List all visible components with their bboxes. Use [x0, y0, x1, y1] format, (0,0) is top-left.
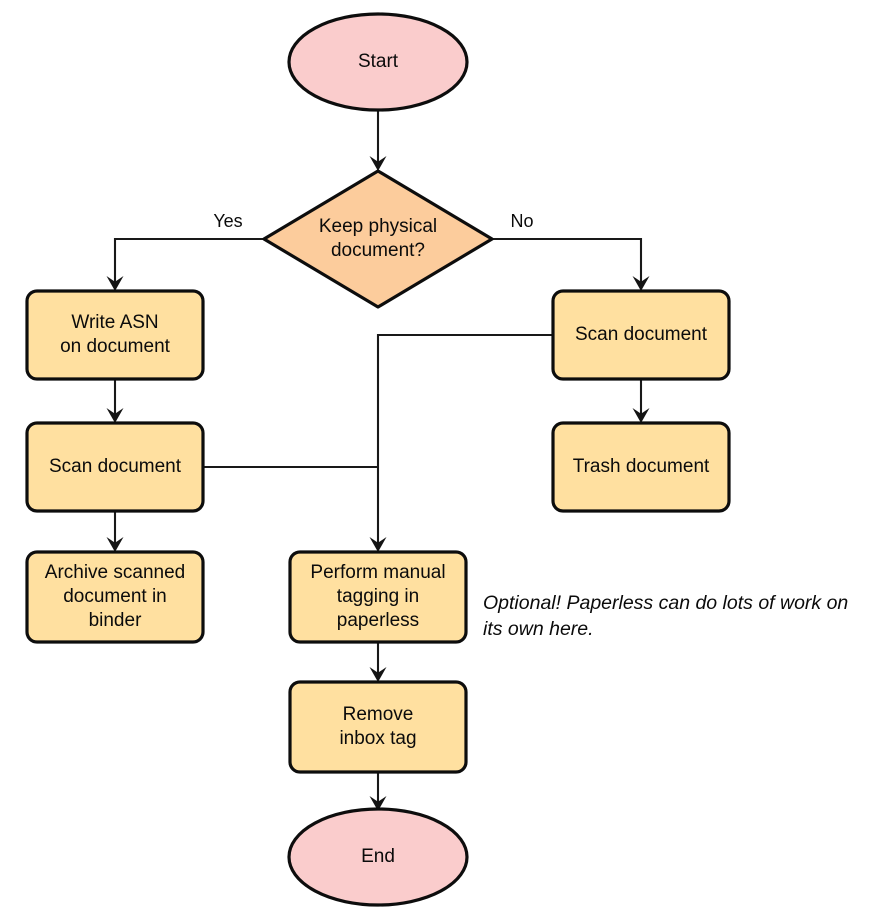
node-label-line: document in: [63, 586, 167, 607]
edge-line: [492, 237, 643, 285]
edge-manual-tagging-to-remove-inbox: [369, 642, 387, 682]
node-label-line: Remove: [343, 704, 414, 725]
node-shape-diamond[interactable]: [262, 169, 494, 309]
edge-arrowhead: [632, 276, 650, 291]
node-start[interactable]: Start: [287, 12, 469, 112]
node-label-end: End: [361, 846, 395, 867]
node-scan-document-right[interactable]: Scan document: [551, 289, 731, 381]
edge-write-asn-to-scan-left: [106, 379, 124, 423]
edge-arrowhead: [369, 796, 387, 811]
node-label-manual-tagging: Perform manual tagging in paperless: [310, 562, 445, 631]
node-label-archive-binder: Archive scanned document in binder: [45, 562, 185, 631]
edge-scan-right-to-manual-tagging: [369, 333, 553, 552]
node-shape-rect[interactable]: [551, 289, 731, 381]
edge-scan-left-to-archive: [106, 511, 124, 552]
node-label-line: inbox tag: [339, 728, 416, 749]
edge-decision-yes-to-write-asn: Yes: [106, 211, 264, 291]
edge-arrowhead: [369, 537, 387, 552]
node-manual-tagging[interactable]: Perform manual tagging in paperless: [288, 550, 468, 644]
node-label-write-asn: Write ASN on document: [60, 312, 171, 357]
node-label-line: Write ASN: [71, 312, 158, 333]
node-label-start: Start: [358, 51, 399, 72]
node-shape-ellipse[interactable]: [287, 12, 469, 112]
node-end[interactable]: End: [287, 807, 469, 907]
annotation-optional-note: Optional! Paperless can do lots of work …: [483, 592, 848, 640]
node-label-remove-inbox-tag: Remove inbox tag: [339, 704, 416, 749]
node-label-line: on document: [60, 336, 171, 357]
edge-scan-right-to-trash: [632, 379, 650, 423]
edge-label-decision-yes-to-write-asn: Yes: [213, 211, 242, 231]
node-label-trash-document: Trash document: [573, 456, 710, 477]
edge-layer: Yes No: [106, 110, 650, 811]
edge-arrowhead: [106, 537, 124, 552]
node-remove-inbox-tag[interactable]: Remove inbox tag: [288, 680, 468, 774]
edge-line: [376, 333, 553, 546]
node-write-asn[interactable]: Write ASN on document: [25, 289, 205, 381]
edge-decision-no-to-scan-right: No: [492, 211, 650, 291]
edge-label-decision-no-to-scan-right: No: [510, 211, 533, 231]
node-label-scan-document-right: Scan document: [575, 324, 708, 345]
node-label-line: End: [361, 846, 395, 867]
edge-arrowhead: [369, 156, 387, 171]
node-label-scan-document-left: Scan document: [49, 456, 182, 477]
node-label-line: paperless: [337, 610, 419, 631]
node-label-line: binder: [89, 610, 142, 631]
node-label-line: Perform manual: [310, 562, 445, 583]
node-label-line: tagging in: [337, 586, 419, 607]
node-scan-document-left[interactable]: Scan document: [25, 421, 205, 513]
node-label-line: Start: [358, 51, 399, 72]
edge-line: [113, 237, 264, 285]
annotation-layer: Optional! Paperless can do lots of work …: [483, 592, 848, 640]
edge-arrowhead: [369, 667, 387, 682]
node-shape-rect[interactable]: [25, 289, 205, 381]
annotation-line: its own here.: [483, 618, 594, 640]
node-label-line: Archive scanned: [45, 562, 185, 583]
node-shape-rect[interactable]: [288, 550, 468, 644]
node-label-keep-physical: Keep physical document?: [319, 216, 437, 261]
node-shape-rect[interactable]: [551, 421, 731, 513]
edge-arrowhead: [106, 408, 124, 423]
node-shape-rect[interactable]: [25, 550, 205, 644]
annotation-line: Optional! Paperless can do lots of work …: [483, 592, 848, 614]
node-label-line: Trash document: [573, 456, 710, 477]
node-trash-document[interactable]: Trash document: [551, 421, 731, 513]
edge-arrowhead: [632, 408, 650, 423]
node-shape-ellipse[interactable]: [287, 807, 469, 907]
node-shape-rect[interactable]: [288, 680, 468, 774]
edge-arrowhead: [106, 276, 124, 291]
node-label-line: Keep physical: [319, 216, 437, 237]
node-archive-binder[interactable]: Archive scanned document in binder: [25, 550, 205, 644]
edge-remove-inbox-to-end: [369, 772, 387, 811]
node-label-line: Scan document: [49, 456, 182, 477]
edge-start-to-decision: [369, 110, 387, 171]
node-keep-physical[interactable]: Keep physical document?: [262, 169, 494, 309]
node-label-line: Scan document: [575, 324, 708, 345]
node-shape-rect[interactable]: [25, 421, 205, 513]
node-label-line: document?: [331, 240, 425, 261]
